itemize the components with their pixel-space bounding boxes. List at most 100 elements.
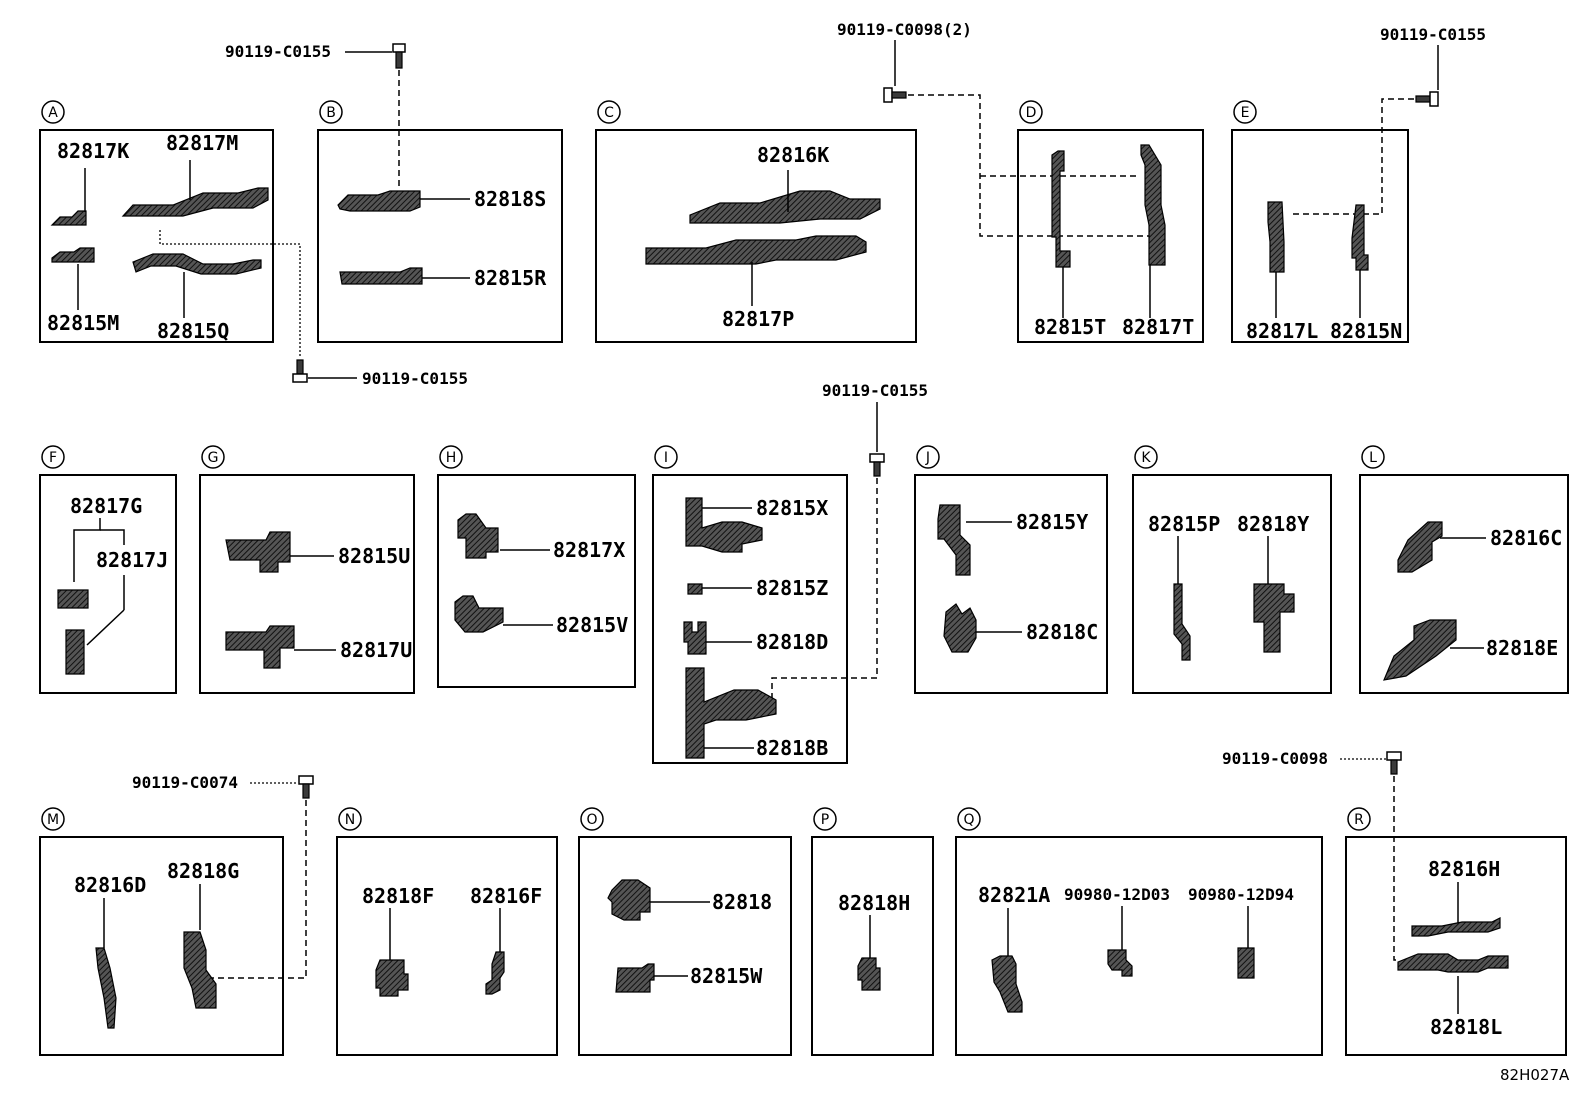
part-label[interactable]: 82816C [1490, 526, 1562, 550]
part-label[interactable]: 82818L [1430, 1015, 1502, 1039]
part-82816C-shape[interactable] [1397, 521, 1443, 573]
part-label[interactable]: 82818F [362, 884, 434, 908]
bolt-icon[interactable] [298, 775, 314, 799]
part-82815M-shape[interactable] [51, 247, 95, 263]
bolt-icon[interactable] [1386, 751, 1402, 775]
part-82818G-shape[interactable] [183, 931, 217, 1009]
part-label[interactable]: 82815Z [756, 576, 828, 600]
part-82815N-shape[interactable] [1351, 204, 1369, 271]
part-82815P-shape[interactable] [1173, 583, 1191, 661]
part-label[interactable]: 82821A [978, 883, 1050, 907]
part-label[interactable]: 82817U [340, 638, 412, 662]
part-82818D-shape[interactable] [683, 621, 707, 655]
section-h-marker: H [439, 445, 463, 469]
part-82821A-shape[interactable] [991, 955, 1023, 1013]
part-label[interactable]: 82817K [57, 139, 129, 163]
part-82818S-shape[interactable] [337, 190, 421, 212]
part-label[interactable]: 82817J [96, 548, 168, 572]
section-l-box [1359, 474, 1569, 694]
bolt-icon[interactable] [292, 359, 308, 383]
part-82818F-shape[interactable] [375, 959, 409, 997]
part-label[interactable]: 82817L [1246, 319, 1318, 343]
part-82818E-shape[interactable] [1383, 619, 1457, 681]
section-n-box [336, 836, 558, 1056]
part-label[interactable]: 82816F [470, 884, 542, 908]
part-label[interactable]: 90980-12D94 [1188, 885, 1294, 904]
part-label[interactable]: 82816D [74, 873, 146, 897]
part-label[interactable]: 82817T [1122, 315, 1194, 339]
part-label[interactable]: 90980-12D03 [1064, 885, 1170, 904]
part-82816D-shape[interactable] [95, 947, 117, 1029]
part-label[interactable]: 82815Q [157, 319, 229, 343]
part-82818H-shape[interactable] [857, 957, 881, 991]
part-82816H-shape[interactable] [1411, 917, 1501, 937]
part-82817J-shape[interactable] [65, 629, 85, 675]
section-q-box [955, 836, 1323, 1056]
part-82815V-shape[interactable] [454, 595, 504, 633]
part-label[interactable]: 82815V [556, 613, 628, 637]
part-label[interactable]: 82817M [166, 131, 238, 155]
part-label[interactable]: 82815U [338, 544, 410, 568]
part-82818B-shape[interactable] [685, 667, 777, 759]
part-82815W-shape[interactable] [615, 963, 655, 993]
part-label[interactable]: 82818C [1026, 620, 1098, 644]
bolt-icon[interactable] [392, 43, 406, 69]
section-r-letter: R [1354, 812, 1364, 828]
part-82818-shape[interactable] [607, 879, 651, 921]
part-82817P-shape[interactable] [645, 235, 867, 265]
part-82817T-shape[interactable] [1140, 144, 1166, 266]
part-label[interactable]: 82815N [1330, 319, 1402, 343]
part-82815U-shape[interactable] [225, 531, 291, 573]
section-c-letter: C [604, 105, 614, 121]
part-90980-12D03-shape[interactable] [1107, 949, 1133, 977]
part-label[interactable]: 82817P [722, 307, 794, 331]
part-82817G-shape[interactable] [57, 589, 89, 609]
part-82818L-shape[interactable] [1397, 953, 1509, 973]
part-82815Q-shape[interactable] [132, 253, 262, 275]
part-82815T-shape[interactable] [1051, 150, 1071, 268]
part-label[interactable]: 82815W [690, 964, 763, 988]
part-label[interactable]: 82816H [1428, 857, 1500, 881]
part-label[interactable]: 82816K [757, 143, 829, 167]
part-label[interactable]: 82815T [1034, 315, 1106, 339]
part-label[interactable]: 82817G [70, 494, 142, 518]
part-82815Z-shape[interactable] [687, 583, 703, 595]
part-82817U-shape[interactable] [225, 625, 295, 669]
bolt-icon[interactable] [869, 453, 885, 477]
part-label[interactable]: 82818B [756, 736, 828, 760]
section-b-box [317, 129, 563, 343]
part-label[interactable]: 82818Y [1237, 512, 1309, 536]
section-j-letter: J [925, 450, 930, 466]
section-f-box [39, 474, 177, 694]
part-label[interactable]: 82815Y [1016, 510, 1088, 534]
part-82815R-shape[interactable] [339, 267, 423, 285]
part-82817K-shape[interactable] [50, 210, 87, 226]
bolt-icon[interactable] [1415, 91, 1439, 107]
section-l-marker: L [1361, 445, 1385, 469]
part-label[interactable]: 82815X [756, 496, 828, 520]
part-82818Y-shape[interactable] [1253, 583, 1295, 653]
part-82817L-shape[interactable] [1267, 201, 1285, 273]
section-r-box [1345, 836, 1567, 1056]
part-label[interactable]: 82818E [1486, 636, 1558, 660]
section-c-marker: C [597, 100, 621, 124]
part-82815X-shape[interactable] [685, 497, 763, 553]
part-label[interactable]: 82817X [553, 538, 625, 562]
part-label[interactable]: 82818 [712, 890, 772, 914]
part-82815Y-shape[interactable] [937, 504, 971, 576]
part-label[interactable]: 82818S [474, 187, 546, 211]
section-a-box [39, 129, 274, 343]
part-82817X-shape[interactable] [457, 513, 499, 559]
bolt-icon[interactable] [883, 87, 907, 103]
part-90980-12D94-shape[interactable] [1237, 947, 1255, 979]
part-82817M-shape[interactable] [121, 187, 269, 217]
part-label[interactable]: 82818G [167, 859, 239, 883]
part-label[interactable]: 82815M [47, 311, 119, 335]
part-label[interactable]: 82818H [838, 891, 910, 915]
part-label[interactable]: 82815P [1148, 512, 1220, 536]
part-82818C-shape[interactable] [943, 603, 977, 653]
part-label[interactable]: 82815R [474, 266, 547, 290]
part-label[interactable]: 82818D [756, 630, 828, 654]
part-82816F-shape[interactable] [485, 951, 505, 995]
part-82816K-shape[interactable] [689, 190, 881, 224]
